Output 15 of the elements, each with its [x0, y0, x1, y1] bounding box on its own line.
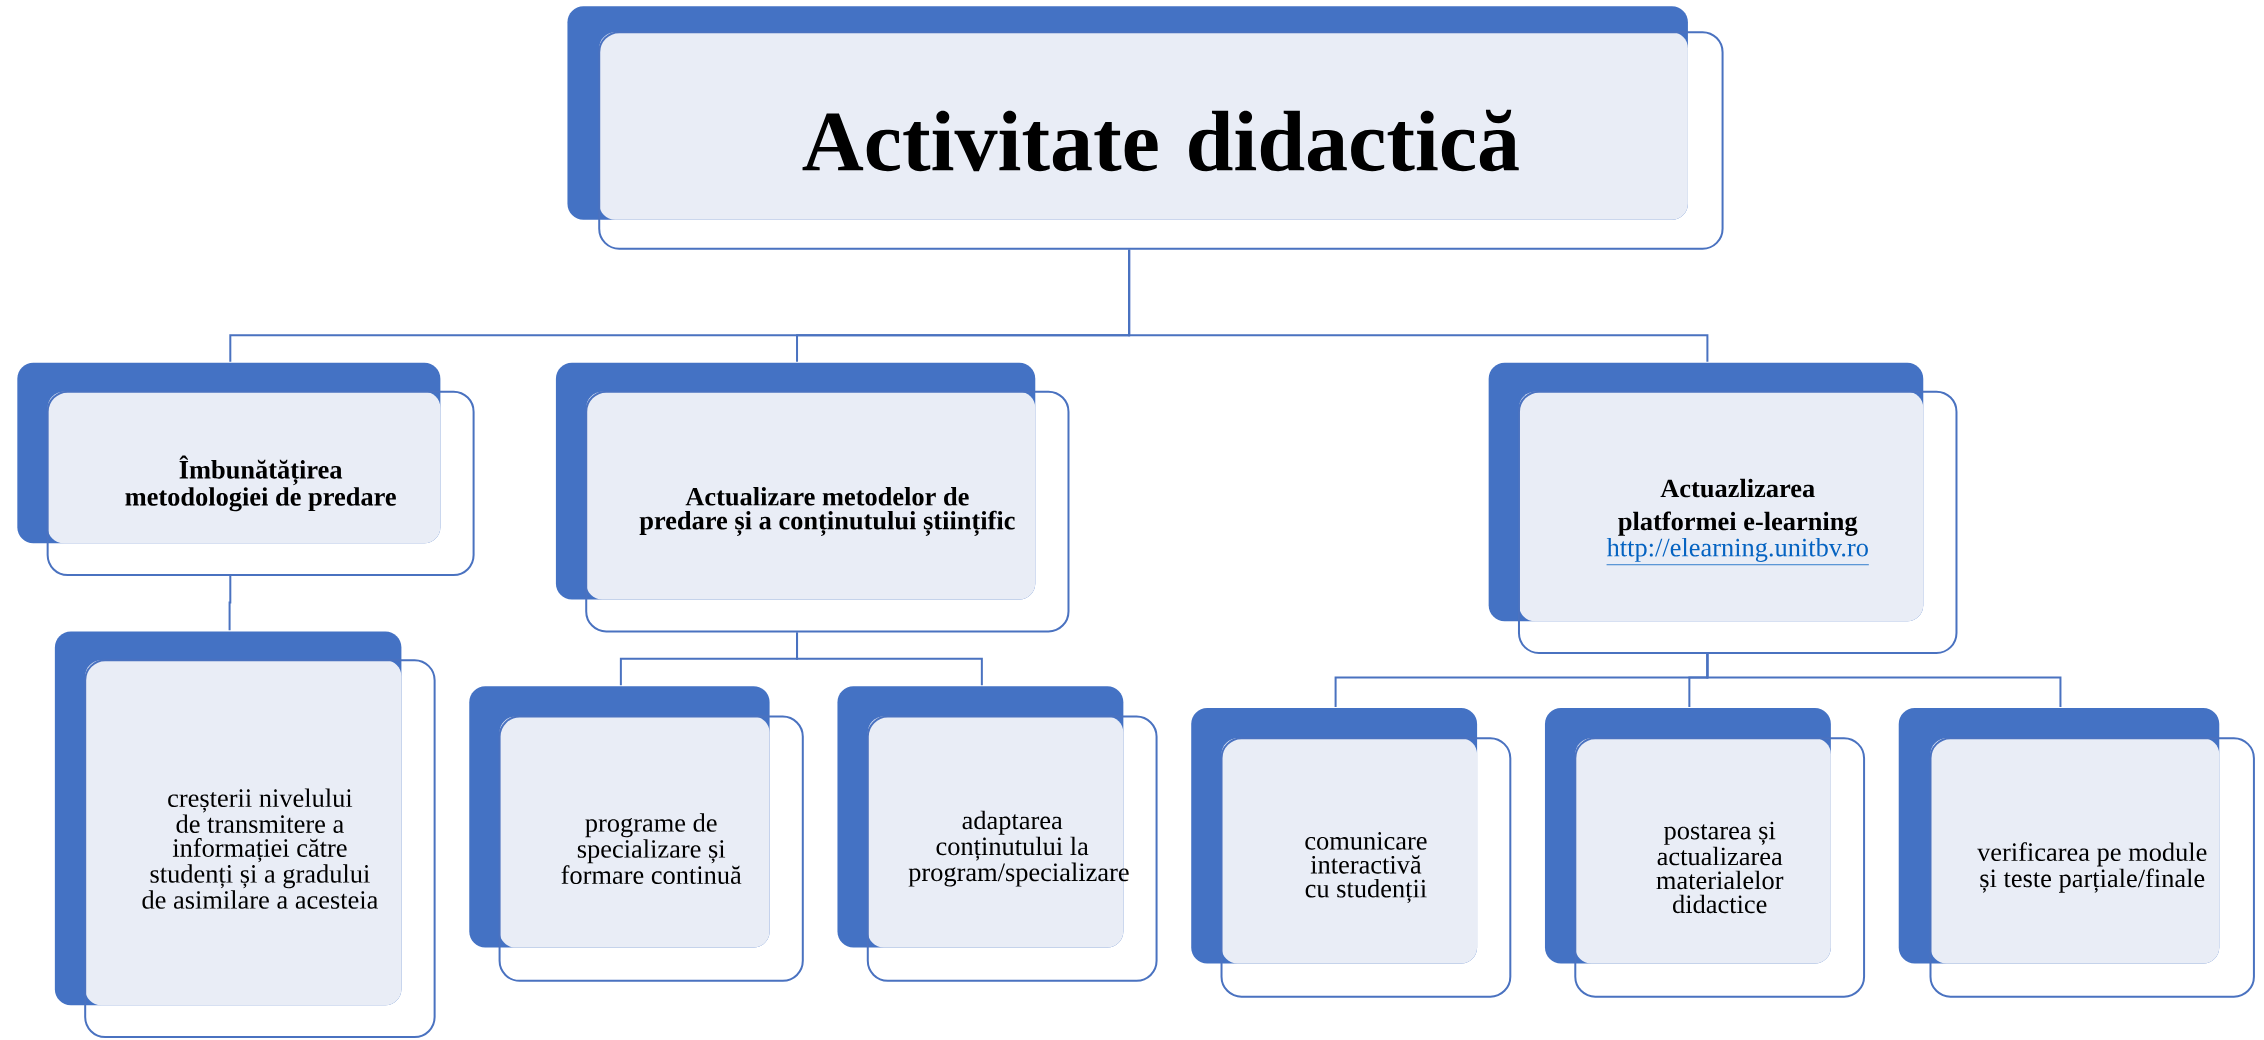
process-box: adaptarea conținutului la program/specializare	[837, 686, 1158, 982]
connector	[796, 631, 983, 687]
connector	[1128, 248, 1709, 363]
process-box: comunicare interactivă cu studenții	[1191, 707, 1512, 998]
link: http://elearning.unitbv.ro	[1606, 537, 1870, 566]
process-box: verificarea pe module și teste parțiale/finale	[1898, 707, 2255, 998]
process-box: postarea și actualizarea materialelor didactice	[1544, 707, 1866, 998]
process-box: Actualizare metodelor de predare și a conținutului științific	[555, 362, 1070, 633]
process-box: Îmbunătățirea metodologiei de predare	[17, 362, 475, 577]
title-box: Activitate didactică	[567, 6, 1724, 250]
process-box: creșterii nivelului de transmitere a informației către studenți și a gradului de asimilare a acesteia	[54, 631, 436, 1039]
process-box: Actuazlizarea platformei e-learning http://elearning.unitbv.ro	[1488, 362, 1958, 654]
process-box: programe de specializare și formare continuă	[469, 686, 804, 982]
connector	[1706, 653, 2062, 708]
connector	[228, 575, 232, 632]
